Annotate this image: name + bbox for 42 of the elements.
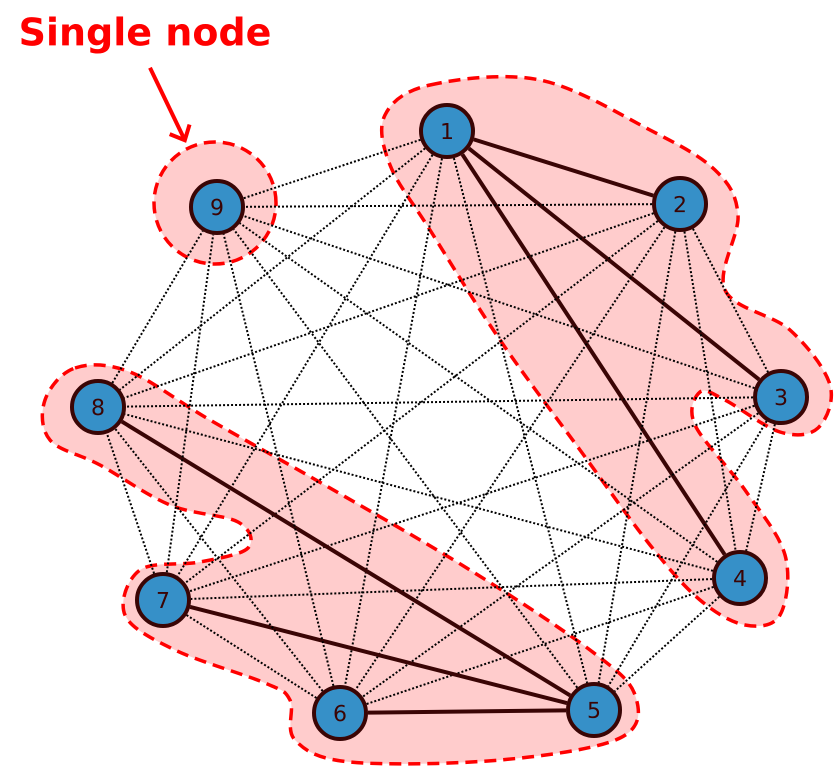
graph-edge bbox=[344, 158, 443, 686]
graph-edge bbox=[468, 146, 760, 382]
graph-edge bbox=[362, 412, 759, 698]
graph-edge bbox=[190, 605, 568, 706]
graph-edge bbox=[614, 596, 720, 692]
graph-edge bbox=[683, 232, 737, 551]
graph-edge bbox=[368, 708, 566, 715]
graph-edge bbox=[452, 158, 588, 684]
graph-edge bbox=[239, 222, 718, 563]
annotation-label: Single node bbox=[21, 16, 270, 54]
graph-edge bbox=[114, 428, 324, 692]
graph-edge bbox=[366, 586, 714, 705]
graph-edge bbox=[745, 424, 776, 551]
graph-edge bbox=[473, 137, 654, 198]
graph-edge bbox=[120, 420, 572, 698]
graph-edge bbox=[692, 228, 769, 373]
arrow bbox=[148, 66, 192, 143]
graph-edge bbox=[233, 228, 578, 688]
graph-edge bbox=[126, 396, 754, 408]
graph-edge bbox=[243, 138, 421, 200]
graph-edge bbox=[184, 220, 658, 584]
graph-edge bbox=[106, 433, 156, 574]
graph-edge bbox=[354, 226, 666, 690]
cluster-region bbox=[40, 363, 640, 766]
graph-edge bbox=[608, 420, 768, 686]
graph-edge bbox=[111, 230, 204, 384]
graph-edge bbox=[186, 614, 317, 699]
graph-edge bbox=[119, 148, 426, 390]
graph-edge bbox=[166, 234, 214, 572]
graph-edge bbox=[189, 404, 755, 592]
graph-edge bbox=[460, 153, 726, 556]
graph-node: 3 bbox=[753, 369, 810, 425]
graph-edge bbox=[176, 154, 434, 577]
graph-node: 5 bbox=[566, 682, 622, 738]
graph-edge bbox=[598, 231, 676, 683]
graph-edge bbox=[243, 215, 755, 390]
graph-edge bbox=[124, 413, 714, 572]
graph-node: 6 bbox=[312, 685, 368, 741]
graph-edge bbox=[245, 203, 652, 208]
graph-edge bbox=[190, 578, 712, 600]
graph-edge bbox=[222, 234, 334, 686]
graph-edge bbox=[124, 212, 654, 399]
